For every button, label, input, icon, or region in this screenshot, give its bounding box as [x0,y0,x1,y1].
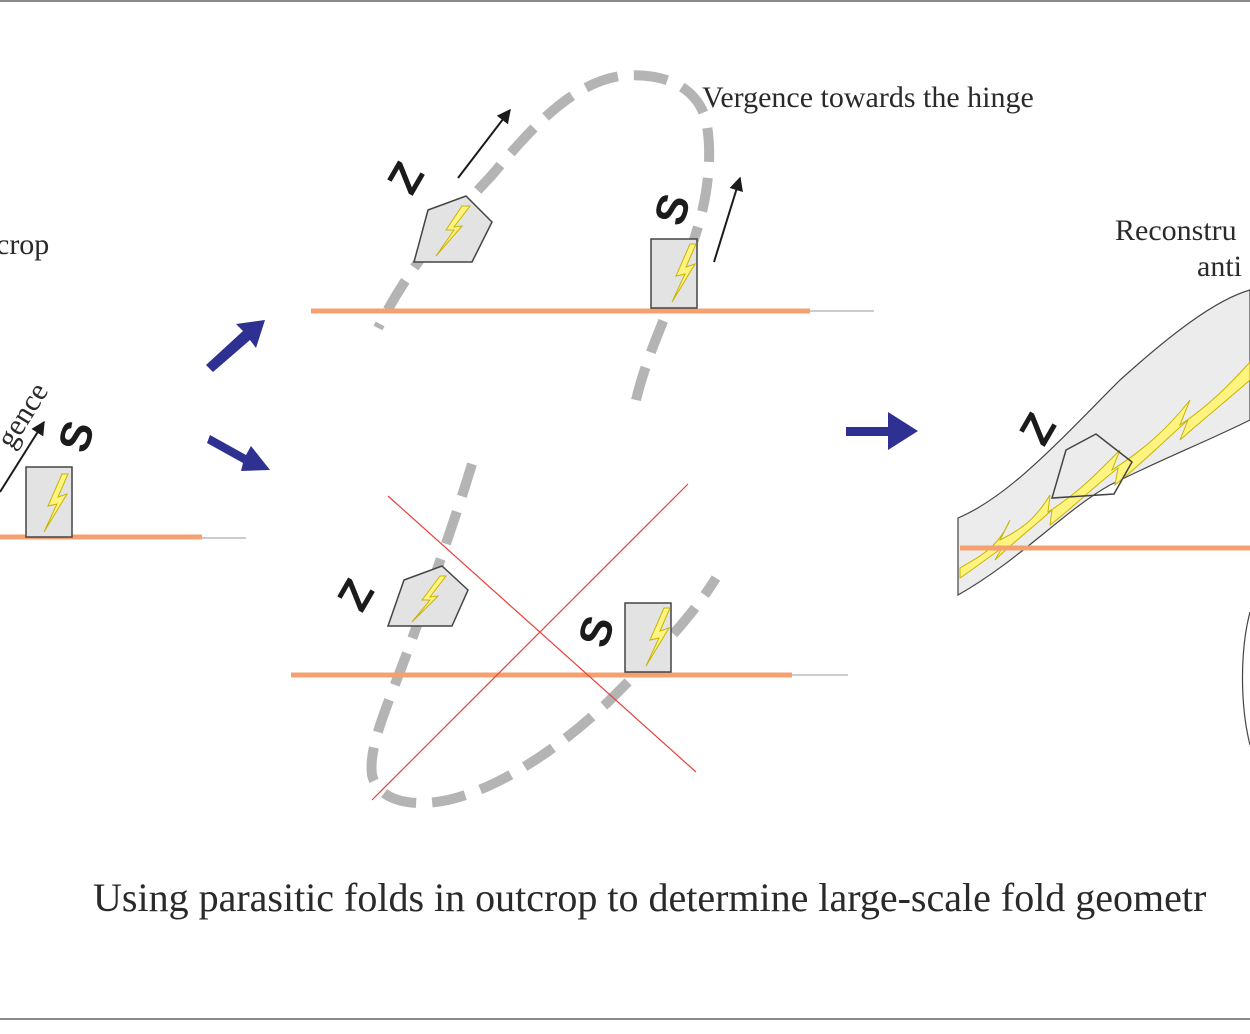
vergence-hinge-label: Vergence towards the hinge [702,81,1034,114]
bottom-interpretation: Z S [291,462,848,808]
top-z-fold-box [413,195,493,263]
lightning-icon [43,473,69,533]
outcrop-s-letter: S [49,415,105,458]
lightning-icon [645,607,671,667]
vergence-label: gence [0,377,55,454]
top-z-letter: Z [378,154,434,202]
reconstruct-label-1: Reconstru [1115,214,1237,247]
top-s-fold-box [650,238,698,309]
top-fold-trace [373,70,715,402]
caption: Using parasitic folds in outcrop to dete… [93,875,1206,920]
blue-arrow-right [846,412,918,450]
reconstructed-lightning-layer [959,361,1250,579]
reconstruction-z-box [1050,433,1133,499]
top-s-letter: S [645,188,701,231]
outcrop-panel: crop gence S [0,228,246,540]
cross-line-2 [371,483,689,801]
reconstruction-panel: Z Reconstru anti [957,214,1250,746]
blue-arrow-down [207,435,270,471]
reconstruct-label-2: anti [1197,250,1242,283]
lightning-icon [671,243,697,303]
blue-arrow-up [206,320,265,372]
bottom-z-fold-box [386,565,469,627]
outcrop-label: crop [0,228,49,261]
bottom-s-fold-box [624,602,672,673]
top-z-vergence-arrow [457,108,511,179]
top-s-vergence-arrow [713,176,743,263]
cross-line-1 [387,495,697,773]
bottom-s-letter: S [569,610,625,653]
top-interpretation: Z S Vergence towards the hinge [311,70,1034,402]
lightning-icon [435,205,472,257]
bottom-fold-trace [366,462,721,808]
bottom-z-letter: Z [328,571,384,619]
reconstruction-lower-limb [1241,611,1250,746]
outcrop-fold-box [25,466,73,538]
vergence-arrow [0,420,45,493]
lightning-icon [411,575,448,623]
